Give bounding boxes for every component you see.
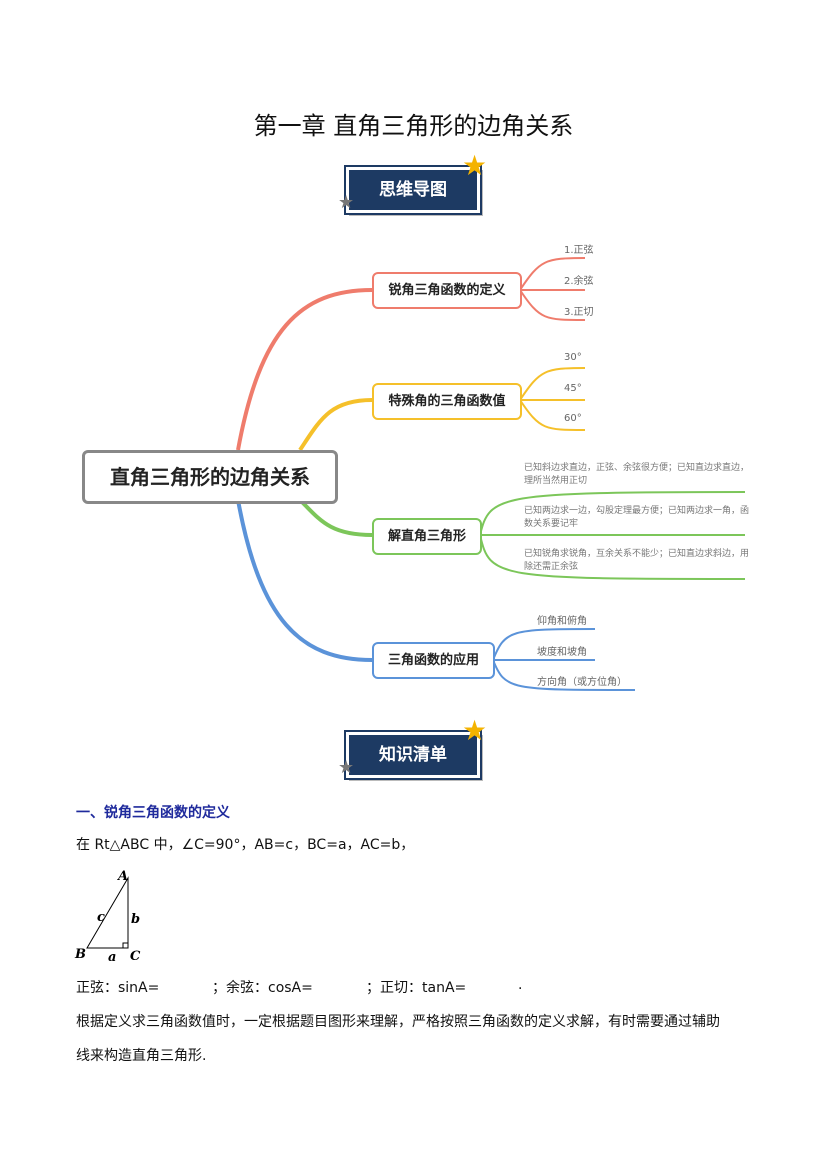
star-icon: ★ <box>338 192 355 213</box>
intro-text: 在 Rt△ABC 中，∠C=90°，AB=c，BC=a，AC=b， <box>76 837 415 853</box>
branch-node-definition: 锐角三角函数的定义 <box>372 272 522 309</box>
page-title: 第一章 直角三角形的边角关系 <box>253 112 574 140</box>
star-icon: ★ <box>462 714 488 747</box>
leaf: 60° <box>564 413 582 424</box>
leaf: 已知两边求一边，勾股定理最方便；已知两边求一角，函数关系要记牢 <box>524 506 750 529</box>
leaf: 方向角（或方位角） <box>537 677 627 688</box>
label-B: B <box>74 947 86 962</box>
star-icon: ★ <box>338 757 355 778</box>
label-C: C <box>130 949 141 964</box>
label-b: b <box>131 912 140 927</box>
knowledge-banner: 知识清单 <box>344 730 482 780</box>
branch-node-special-angles: 特殊角的三角函数值 <box>372 383 522 420</box>
leaf: 45° <box>564 383 582 394</box>
label-a: a <box>108 950 116 965</box>
branch-line-1 <box>236 288 373 451</box>
paragraph-line-1: 根据定义求三角函数值时，一定根据题目图形来理解，严格按照三角函数的定义求解，有时… <box>76 1014 720 1030</box>
leaf: 坡度和坡角 <box>537 647 587 658</box>
formula-end: . <box>518 977 523 993</box>
label-A: A <box>116 869 128 884</box>
star-icon: ★ <box>462 149 488 182</box>
mindmap-banner: 思维导图 <box>344 165 482 215</box>
branch-line-4 <box>236 499 373 662</box>
label-c: c <box>97 910 105 925</box>
mindmap-connectors <box>236 257 746 691</box>
leaf: 1.正弦 <box>564 245 594 256</box>
leaf: 已知锐角求锐角，互余关系不能少；已知直边求斜边，用除还需正余弦 <box>524 549 750 572</box>
mindmap-center-node: 直角三角形的边角关系 <box>82 450 338 504</box>
tan-label: ；正切：tanA= <box>366 980 467 996</box>
triangle-figure: A B C a b c <box>74 869 141 965</box>
leaf: 2.余弦 <box>564 276 594 287</box>
cos-label: ；余弦：cosA= <box>212 980 313 996</box>
leaf: 3.正切 <box>564 307 594 318</box>
paragraph-line-2: 线来构造直角三角形. <box>76 1048 207 1064</box>
branch-node-solve: 解直角三角形 <box>372 518 482 555</box>
branch-line-2 <box>298 398 373 452</box>
branch-line-3 <box>298 498 373 537</box>
section-heading: 一、锐角三角函数的定义 <box>76 805 230 821</box>
leaf: 仰角和俯角 <box>537 616 587 627</box>
leaf: 30° <box>564 352 582 363</box>
sin-label: 正弦：sinA= <box>76 980 160 996</box>
branch-node-application: 三角函数的应用 <box>372 642 495 679</box>
leaf: 已知斜边求直边，正弦、余弦很方便；已知直边求直边，理所当然用正切 <box>524 463 750 486</box>
